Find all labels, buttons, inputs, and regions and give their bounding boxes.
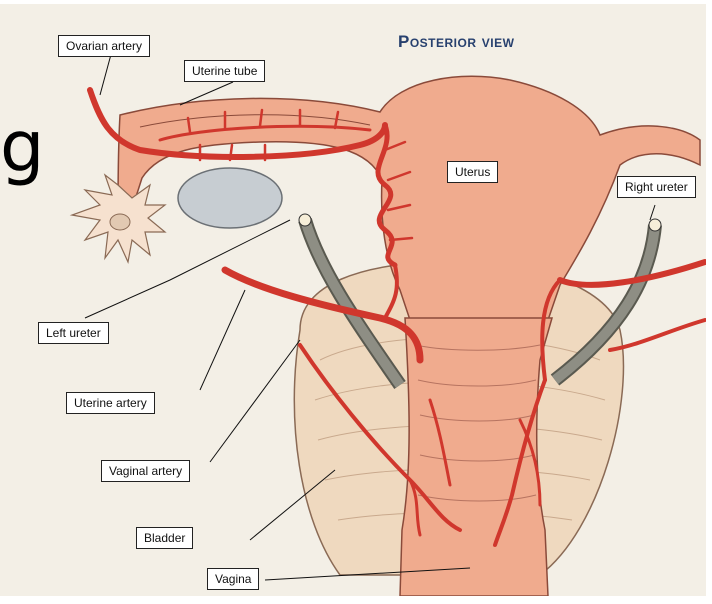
frame-right bbox=[706, 0, 712, 604]
ovary-shape bbox=[178, 168, 282, 228]
label-right-ureter: Right ureter bbox=[617, 176, 696, 198]
frame-bottom bbox=[0, 596, 712, 604]
fimbriae-shape bbox=[72, 175, 165, 262]
label-uterus: Uterus bbox=[447, 161, 498, 183]
label-vaginal-artery: Vaginal artery bbox=[101, 460, 190, 482]
frame-top bbox=[0, 0, 712, 4]
margin-glyph: g bbox=[0, 112, 44, 182]
label-uterine-artery: Uterine artery bbox=[66, 392, 155, 414]
label-ovarian-artery: Ovarian artery bbox=[58, 35, 150, 57]
label-uterine-tube: Uterine tube bbox=[184, 60, 265, 82]
label-vagina: Vagina bbox=[207, 568, 259, 590]
view-title: Posterior view bbox=[398, 32, 514, 52]
label-left-ureter: Left ureter bbox=[38, 322, 109, 344]
label-bladder: Bladder bbox=[136, 527, 193, 549]
